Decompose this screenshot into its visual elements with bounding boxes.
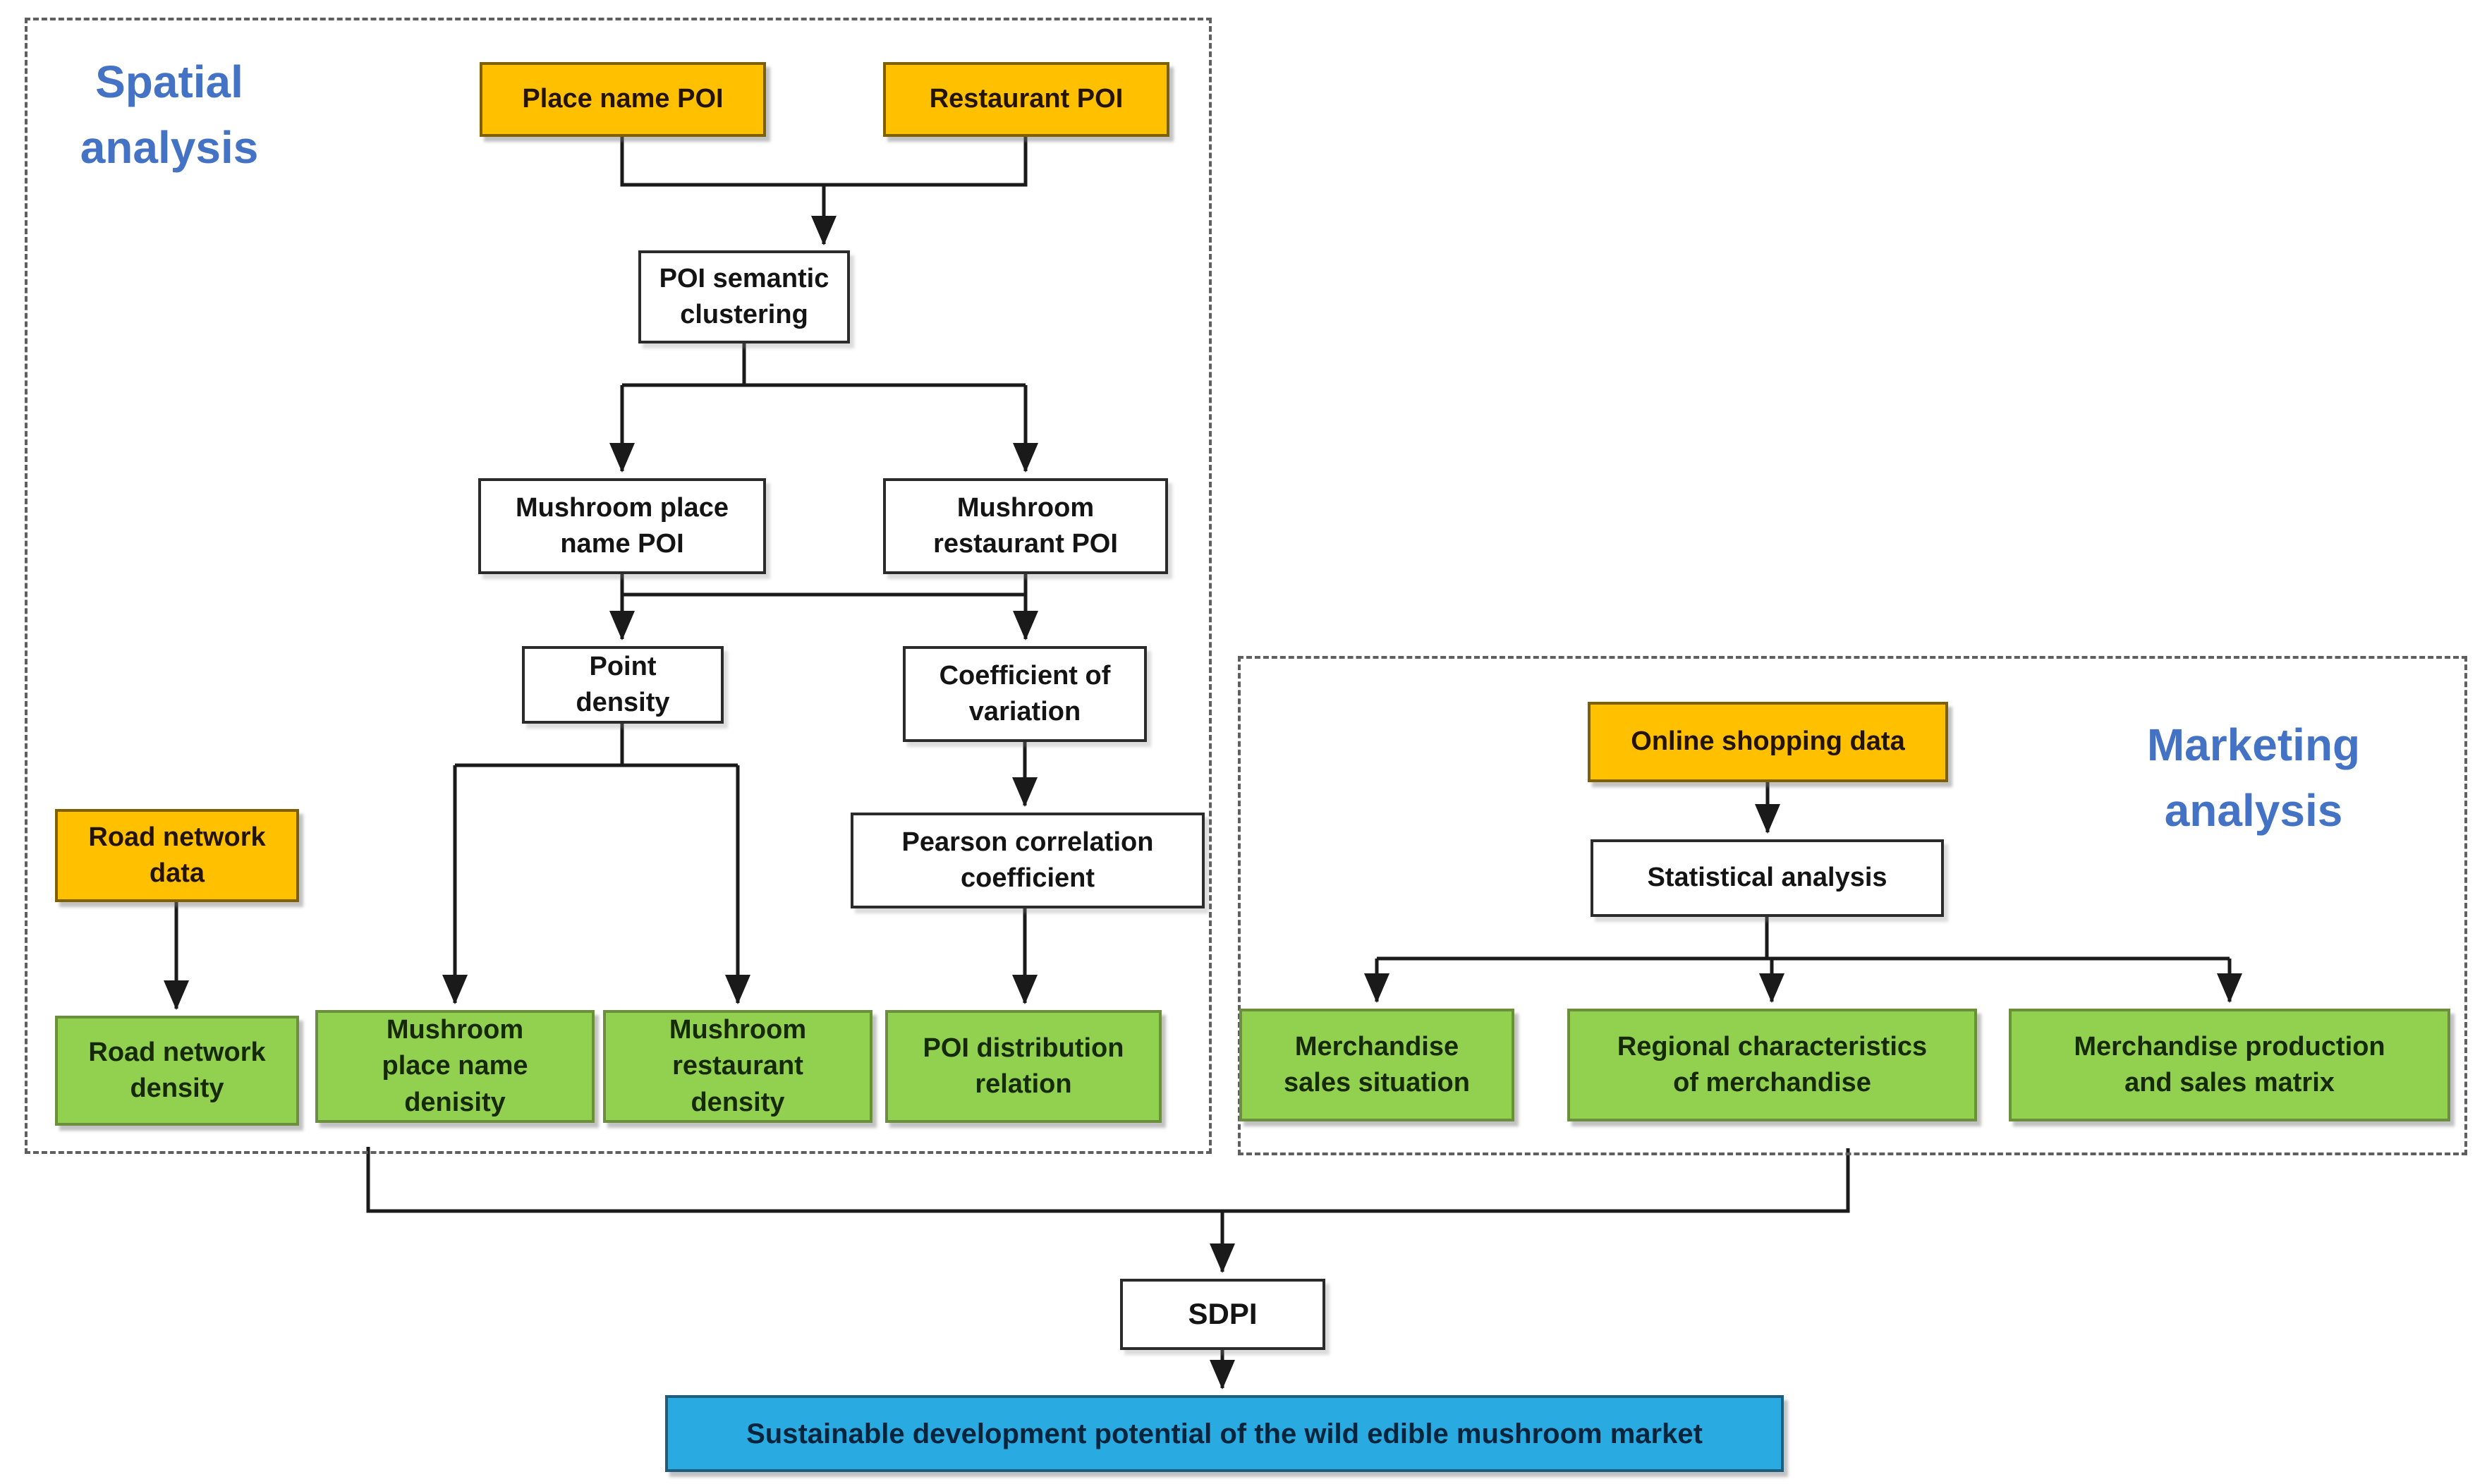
node-mushroom-place-name-density: Mushroom place name denisity <box>315 1010 595 1123</box>
node-regional-characteristics: Regional characteristics of merchandise <box>1567 1009 1977 1121</box>
marketing-analysis-region <box>1238 656 2467 1155</box>
node-statistical-analysis: Statistical analysis <box>1591 839 1944 917</box>
node-road-network-data: Road network data <box>55 809 299 902</box>
node-merchandise-production-matrix: Merchandise production and sales matrix <box>2009 1009 2450 1121</box>
node-coefficient-of-variation: Coefficient of variation <box>903 646 1147 742</box>
node-merchandise-sales-situation: Merchandise sales situation <box>1239 1009 1514 1121</box>
node-mushroom-restaurant-density: Mushroom restaurant density <box>603 1010 872 1123</box>
node-online-shopping-data: Online shopping data <box>1588 702 1948 782</box>
node-pearson-correlation: Pearson correlation coefficient <box>851 813 1205 908</box>
node-place-name-poi: Place name POI <box>480 62 766 137</box>
node-poi-distribution-relation: POI distribution relation <box>885 1010 1162 1123</box>
node-restaurant-poi: Restaurant POI <box>883 62 1169 137</box>
marketing-analysis-label: Marketing analysis <box>2146 719 2361 836</box>
node-final-outcome: Sustainable development potential of the… <box>665 1395 1784 1472</box>
node-mushroom-restaurant-poi: Mushroom restaurant POI <box>883 478 1168 574</box>
node-poi-semantic-clustering: POI semantic clustering <box>638 250 850 343</box>
spatial-analysis-label: Spatial analysis <box>80 56 259 173</box>
node-point-density: Point density <box>522 646 724 724</box>
node-sdpi: SDPI <box>1120 1279 1325 1350</box>
node-road-network-density: Road network density <box>55 1016 299 1126</box>
node-mushroom-place-name-poi: Mushroom place name POI <box>478 478 766 574</box>
spatial-analysis-region <box>25 18 1212 1154</box>
